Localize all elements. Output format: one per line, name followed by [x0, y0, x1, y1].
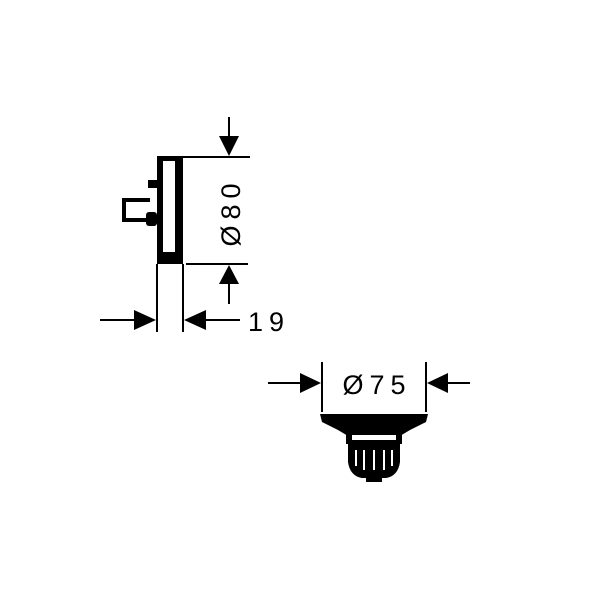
diameter-80-label: Ø80 — [216, 177, 246, 246]
arrow-right-icon — [300, 373, 321, 393]
depth-19-label: 19 — [248, 307, 290, 337]
drain-tail — [366, 476, 382, 482]
rosette-edge — [163, 255, 183, 261]
rosette-face — [163, 161, 175, 252]
drain-flange — [320, 414, 428, 436]
bottom-view — [268, 362, 470, 482]
diameter-75-label: Ø75 — [342, 370, 411, 400]
side-view — [100, 117, 250, 332]
arrow-left-icon — [184, 310, 206, 330]
handle-stem — [148, 180, 157, 188]
arrow-down-icon — [219, 136, 239, 156]
basket-slots — [355, 450, 393, 470]
handle-stem-lower — [146, 212, 157, 226]
handle-knob — [122, 198, 150, 222]
arrow-left-icon — [427, 373, 448, 393]
arrow-up-icon — [219, 265, 239, 284]
arrow-right-icon — [134, 310, 156, 330]
drain-collar-slot — [352, 435, 396, 440]
